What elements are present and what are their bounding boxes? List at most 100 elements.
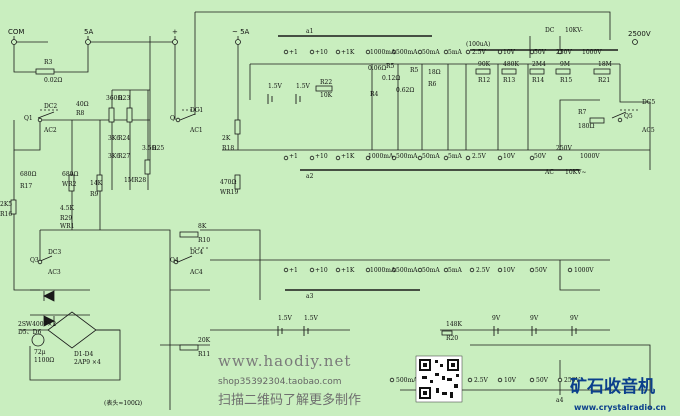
range-top-12: 1000V — [582, 49, 602, 56]
range-a3-6: 5mA — [448, 267, 463, 274]
watermark-site: www.haodiy.net — [218, 352, 351, 370]
wafer-a2-label: a2 — [306, 173, 314, 180]
r21-label: R21 — [598, 77, 610, 84]
r7-value: 180Ω — [578, 123, 594, 130]
range-a2-4: 500mA — [396, 153, 418, 160]
wr2-label: WR2 — [62, 181, 77, 188]
r15-label: R15 — [560, 77, 572, 84]
range-labels-top: +1 +10 +1K 1000mA 500mA 50mA 5mA (100uA)… — [289, 41, 602, 56]
battery-3-label: 1.5V — [278, 315, 293, 322]
terminal-circles — [11, 39, 638, 383]
dc-label: DC — [545, 27, 555, 34]
range-a3-2: +1K — [341, 267, 355, 274]
r20-value: 148K — [446, 321, 462, 328]
logo-text: 矿石收音机 — [570, 376, 655, 397]
range-labels-a4: 500mA 2.5V 10V 50V 250V — [396, 377, 580, 384]
r7-label: R7 — [578, 109, 587, 116]
r23-label: R23 — [118, 95, 130, 102]
dc1-label: DC1 — [190, 107, 203, 114]
wr2-value: 680Ω — [62, 171, 78, 178]
r12-value: 90K — [478, 61, 491, 68]
r21-value: 18M — [598, 61, 612, 68]
r4-label: R4 — [370, 91, 379, 98]
r27-label: R27 — [118, 153, 130, 160]
r5-value: 0.12Ω — [382, 75, 400, 82]
range-top-10: 50V — [534, 49, 547, 56]
r25-value: 3.5Ω — [142, 145, 157, 152]
range-a2-8: 10V — [503, 153, 516, 160]
r14-label: R14 — [532, 77, 544, 84]
r11-label: R11 — [198, 351, 210, 358]
range-a2-1: +10 — [315, 153, 328, 160]
ac1-label: AC1 — [189, 127, 203, 134]
r22-label: R22 — [320, 79, 332, 86]
r9-value: 14K — [90, 180, 103, 187]
r12-label: R12 — [478, 77, 490, 84]
r9-label: R9 — [90, 191, 99, 198]
range-top-8: 2.5V — [472, 49, 487, 56]
range-a3-7: 2.5V — [476, 267, 491, 274]
range-a4-0: 500mA — [396, 377, 418, 384]
range-a4-3: 50V — [536, 377, 549, 384]
r18-value: 2K — [222, 135, 231, 142]
ac2-label: AC2 — [43, 127, 57, 134]
diode-d5-value: 2SW4007×2 — [18, 321, 56, 328]
crystalradio-logo: 矿石收音机 www.crystalradio.cn — [570, 376, 666, 412]
wr17-label: R17 — [20, 183, 32, 190]
wafer-a4-label: a4 — [556, 397, 564, 404]
diode-d5-label: D5、D6 — [18, 329, 41, 336]
ac3-label: AC3 — [47, 269, 61, 276]
ac5a-terminal-label: ~ 5A — [232, 28, 250, 36]
wires — [13, 11, 651, 410]
ac-label: AC — [544, 169, 554, 176]
battery-2-label: 1.5V — [296, 83, 311, 90]
range-top-1: +10 — [315, 49, 328, 56]
range-a3-4: 500mA — [396, 267, 418, 274]
wafer-a3-label: a3 — [306, 293, 314, 300]
r24-label: R24 — [118, 135, 130, 142]
r18-label: R18 — [222, 145, 234, 152]
range-a2-10: 250V — [556, 145, 572, 152]
watermark-shop: shop35392304.taobao.com — [218, 377, 342, 387]
q4-label: Q4 — [170, 257, 179, 264]
kv-ac-label: 10KV~ — [565, 169, 586, 176]
range-top-6: 5mA — [448, 49, 463, 56]
r29-label: R29 — [60, 215, 72, 222]
diode-symbols — [43, 290, 55, 327]
r6-label: R6 — [428, 81, 437, 88]
plus-terminal-label: + — [172, 28, 178, 36]
battery-cells — [267, 94, 577, 336]
dc4-label: DC4 — [190, 249, 203, 256]
range-a2-2: +1K — [341, 153, 355, 160]
range-a2-3: 1000mA — [368, 153, 394, 160]
r5b-value: 0.62Ω — [396, 87, 414, 94]
5a-terminal-label: 5A — [84, 28, 93, 36]
r16-value: 2K5 — [0, 201, 12, 208]
ac4-label: AC4 — [189, 269, 203, 276]
r24-value: 3K6 — [108, 135, 120, 142]
range-a4-4: 250V — [564, 377, 580, 384]
range-a4-2: 10V — [504, 377, 517, 384]
r5b-label: R5 — [410, 67, 419, 74]
range-a3-3: 1000mA — [370, 267, 396, 274]
r8-label: R8 — [76, 110, 85, 117]
range-top-5: 50mA — [422, 49, 440, 56]
range-top-2: +1K — [341, 49, 355, 56]
range-a2-7: 2.5V — [472, 153, 487, 160]
range-top-7: (100uA) — [466, 41, 490, 48]
capacitor-value: 1100Ω — [34, 357, 54, 364]
r20-label: R20 — [446, 335, 458, 342]
battery-6-label: 9V — [530, 315, 539, 322]
wafer-a1-label: a1 — [306, 28, 313, 35]
q3-label: Q3 — [30, 257, 39, 264]
dc2-label: DC2 — [44, 103, 57, 110]
r4-value: 0.06Ω — [368, 65, 386, 72]
dc3-label: DC3 — [48, 249, 61, 256]
range-top-4: 500mA — [396, 49, 418, 56]
range-a3-8: 10V — [503, 267, 516, 274]
diode-bridge-value: 2AP9 ×4 — [74, 359, 101, 366]
range-a2-5: 50mA — [422, 153, 440, 160]
r27-value: 3K6 — [108, 153, 120, 160]
